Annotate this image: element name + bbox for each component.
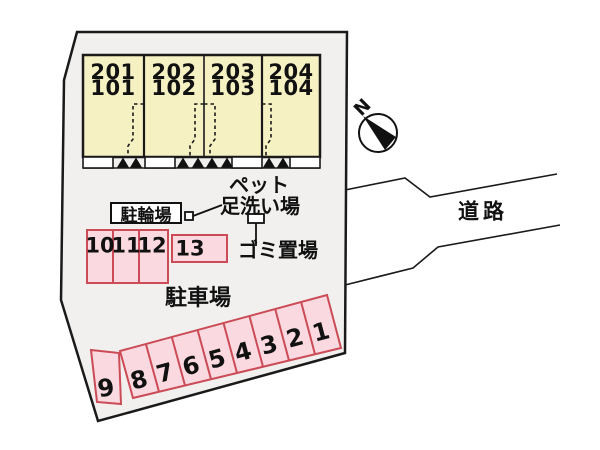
parking-space-13: 13 — [175, 236, 205, 261]
parking-group-10-12 — [86, 229, 169, 284]
strip-box-4 — [289, 156, 321, 169]
parking-area-label: 駐車場 — [164, 286, 232, 311]
unit-lower: 103 — [210, 76, 256, 100]
entry-path-201 — [127, 103, 144, 156]
bicycle-marker-square — [184, 211, 194, 221]
unit-upper: 203 — [210, 60, 256, 84]
parking-divider — [170, 336, 186, 386]
unit-upper: 202 — [151, 60, 197, 84]
road-line-top — [344, 173, 558, 198]
parking-divider — [144, 343, 160, 393]
triangle-marker — [263, 157, 275, 168]
triangle-marker — [177, 157, 189, 168]
triangle-marker — [117, 157, 129, 168]
triangle-marker — [221, 157, 233, 168]
parking-space-9: 9 — [95, 372, 117, 404]
road-label: 道路 — [458, 199, 508, 224]
parking-divider — [196, 329, 212, 380]
unit-label-204-104: 204 104 — [268, 60, 314, 100]
triangle-marker — [206, 157, 218, 168]
unit-label-201-101: 201 101 — [90, 60, 136, 100]
pet-wash-label-line1: ペット — [229, 173, 289, 197]
unit-lower: 104 — [268, 76, 314, 100]
compass-needle — [363, 116, 396, 150]
triangle-marker — [192, 157, 204, 168]
unit-label-202-102: 202 102 — [151, 60, 197, 100]
unit-label-203-103: 203 103 — [210, 60, 256, 100]
strip-box-2 — [144, 156, 176, 169]
strip-box-1 — [82, 156, 114, 169]
unit-upper: 204 — [268, 60, 314, 84]
road-line-bottom — [344, 224, 561, 286]
parking-space-11: 11 — [111, 233, 141, 258]
parking-space-9-box — [89, 348, 123, 406]
bicycle-parking-label: 駐輪場 — [120, 205, 172, 226]
triangle-marker — [277, 157, 289, 168]
entry-path-203 — [204, 103, 216, 156]
building-outline — [81, 53, 322, 159]
unit-upper: 201 — [90, 60, 136, 84]
parking-divider — [274, 308, 290, 361]
bicycle-parking-label-box: 駐輪場 — [110, 202, 182, 226]
compass-circle — [358, 113, 398, 153]
unit-lower: 101 — [90, 76, 136, 100]
unit-lower: 102 — [151, 76, 197, 100]
pet-wash-label-line2: 足洗い場 — [220, 194, 300, 218]
parking-space-12: 12 — [137, 233, 167, 258]
garbage-area-label: ゴミ置場 — [238, 238, 318, 262]
parking-divider — [222, 322, 238, 374]
strip-box-3 — [231, 156, 263, 169]
parking-space-13-box — [171, 234, 228, 263]
parking-divider — [300, 301, 316, 355]
pet-wash-leader-line — [192, 204, 223, 217]
parking-divider — [248, 315, 264, 368]
triangle-marker — [130, 157, 142, 168]
parking-space-10: 10 — [85, 233, 115, 258]
